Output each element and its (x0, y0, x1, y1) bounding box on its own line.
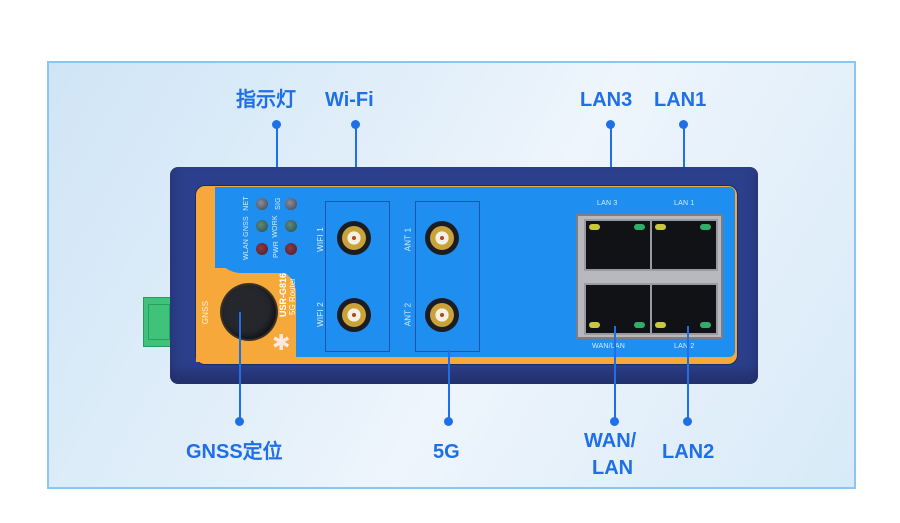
led-net (256, 198, 268, 210)
callout-indicator-label: 指示灯 (236, 89, 296, 111)
callout-indicator-line (276, 124, 278, 200)
callout-wan-lan-label-line1: WAN/ (584, 430, 637, 452)
led-wlan (256, 243, 268, 255)
led-label-pwr: PWR (272, 241, 280, 258)
ant2-label: ANT 2 (403, 302, 413, 327)
callout-wan-lan-line (614, 326, 616, 420)
callout-lan2-dot (683, 417, 692, 426)
lan2-port (650, 283, 718, 335)
led-sig (285, 198, 297, 210)
led-label-sig: SIG (274, 197, 282, 210)
5g-antenna-group (415, 201, 480, 352)
usr-logo-icon: ✱ (272, 330, 291, 355)
gnss-port-label: GNSS (201, 300, 211, 325)
lan1-port (650, 219, 718, 271)
model-subtitle: 5G Router (287, 278, 297, 315)
callout-5g-label: 5G (433, 441, 460, 463)
callout-lan2-line (687, 326, 689, 420)
callout-gnss-dot (235, 417, 244, 426)
wifi1-label: WIFI 1 (315, 227, 325, 252)
callout-5g-dot (444, 417, 453, 426)
wan-lan-port (584, 283, 652, 335)
ant1-label: ANT 1 (403, 227, 413, 252)
led-work (285, 220, 297, 232)
led-label-gnss: GNSS (242, 216, 250, 237)
led-gnss (256, 220, 268, 232)
led-label-work: WORK (271, 215, 279, 238)
callout-wan-lan-label-line2: LAN (592, 457, 634, 479)
callout-wifi-label: Wi-Fi (325, 89, 374, 111)
callout-lan1-label: LAN1 (654, 89, 707, 111)
callout-5g-line (448, 350, 450, 420)
led-label-net: NET (242, 196, 250, 211)
lan2-port-label: LAN 2 (674, 343, 695, 350)
callout-gnss-label: GNSS定位 (186, 441, 283, 463)
wan-lan-port-label: WAN/LAN (592, 343, 626, 350)
wifi2-label: WIFI 2 (315, 302, 325, 327)
led-label-wlan: WLAN (243, 238, 251, 261)
power-terminal-block (143, 297, 175, 347)
led-pwr (285, 243, 297, 255)
wifi1-connector (337, 221, 371, 255)
lan3-port-label: LAN 3 (597, 200, 618, 207)
model-label: USR-G816 (278, 272, 289, 318)
ant2-connector (425, 298, 459, 332)
wifi2-connector (337, 298, 371, 332)
callout-lan3-label: LAN3 (580, 89, 633, 111)
ant1-connector (425, 221, 459, 255)
gnss-antenna-connector (222, 285, 276, 339)
callout-lan2-label: LAN2 (662, 441, 715, 463)
callout-gnss-line (239, 312, 241, 420)
wifi-antenna-group (325, 201, 390, 352)
lan1-port-label: LAN 1 (674, 200, 695, 207)
lan3-port (584, 219, 652, 271)
callout-wan-lan-dot (610, 417, 619, 426)
